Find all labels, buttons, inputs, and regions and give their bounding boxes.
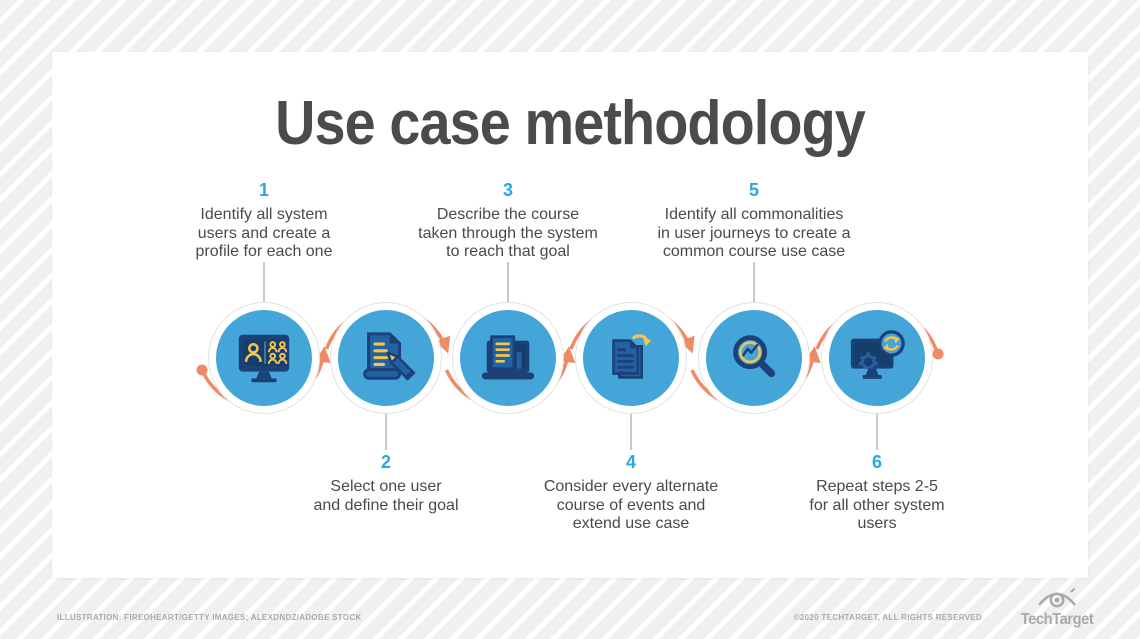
magnifier-chart-icon (733, 335, 776, 378)
step-4: 4 Consider every alternate course of eve… (506, 452, 756, 534)
step-3: 3 Describe the course taken through the … (383, 180, 633, 262)
step-label: Select one user and define their goal (313, 478, 459, 514)
step-label: Identify all commonalities in user journ… (657, 206, 851, 260)
step-number: 6 (871, 452, 882, 472)
eye-icon (1038, 587, 1076, 608)
page-title: Use case methodology (275, 89, 866, 158)
step-label: Describe the course taken through the sy… (418, 206, 598, 260)
connector-line-step1 (263, 262, 265, 302)
techtarget-logo-text: TechTarget (1020, 611, 1094, 628)
step-5-circle (699, 303, 809, 413)
documents-refresh-icon (612, 334, 652, 379)
document-pencil-icon (363, 332, 416, 381)
step-number: 4 (625, 452, 636, 472)
laptop-document-icon (481, 335, 535, 380)
step-1: 1 Identify all system users and create a… (139, 180, 389, 262)
step-2: 2 Select one user and define their goal (261, 452, 511, 515)
step-number: 3 (502, 180, 513, 200)
step-5: 5 Identify all commonalities in user jou… (629, 180, 879, 262)
techtarget-logo: TechTarget (1014, 587, 1100, 629)
step-4-circle (576, 303, 686, 413)
illustration-credit: ILLUSTRATION: FIREOHEART/GETTY IMAGES; A… (57, 613, 362, 622)
step-number: 5 (748, 180, 759, 200)
step-number: 2 (380, 452, 391, 472)
step-label: Identify all system users and create a p… (195, 206, 333, 260)
step-2-circle (331, 303, 441, 413)
step-1-circle (209, 303, 319, 413)
connector-line-step4 (630, 414, 632, 450)
step-label: Consider every alternate course of event… (543, 478, 719, 532)
copyright-notice: ©2020 TECHTARGET, ALL RIGHTS RESERVED (793, 613, 982, 622)
monitor-users-icon (238, 334, 290, 383)
step-label: Repeat steps 2-5 for all other system us… (809, 478, 945, 532)
connector-line-step3 (507, 262, 509, 302)
step-6-circle (822, 303, 932, 413)
connector-line-step5 (753, 262, 755, 302)
step-6: 6 Repeat steps 2-5 for all other system … (752, 452, 1002, 534)
connector-line-step2 (385, 414, 387, 450)
connector-line-step6 (876, 414, 878, 450)
monitor-sync-icon (850, 330, 905, 379)
step-3-circle (453, 303, 563, 413)
step-number: 1 (258, 180, 269, 200)
